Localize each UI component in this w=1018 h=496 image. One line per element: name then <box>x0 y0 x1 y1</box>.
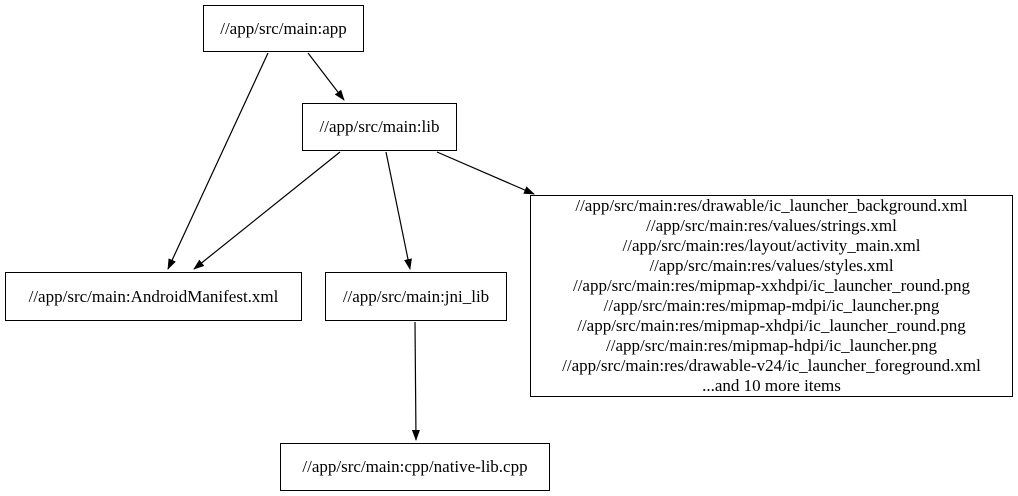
resource-item: //app/src/main:res/mipmap-xxhdpi/ic_laun… <box>572 276 971 295</box>
resource-item: //app/src/main:res/drawable-v24/ic_launc… <box>562 356 981 375</box>
resource-item: //app/src/main:res/drawable/ic_launcher_… <box>575 196 968 215</box>
edge-jni-lib-to-native-lib <box>411 321 420 441</box>
node-native-lib-cpp-label: //app/src/main:cpp/native-lib.cpp <box>302 457 528 476</box>
edge-lib-to-jni-lib <box>385 151 412 270</box>
node-android-manifest: //app/src/main:AndroidManifest.xml <box>5 272 302 321</box>
resource-item: //app/src/main:res/values/strings.xml <box>646 216 897 235</box>
resource-item: //app/src/main:res/mipmap-hdpi/ic_launch… <box>606 336 937 355</box>
node-app-label: //app/src/main:app <box>220 18 347 38</box>
edge-app-to-lib <box>307 52 345 101</box>
node-jni-lib: //app/src/main:jni_lib <box>325 272 507 321</box>
node-lib-label: //app/src/main:lib <box>319 117 440 136</box>
resource-item: //app/src/main:res/layout/activity_main.… <box>622 236 921 255</box>
resource-more-items: ...and 10 more items <box>702 376 841 395</box>
edge-app-to-manifest <box>167 52 269 270</box>
node-lib: //app/src/main:lib <box>302 103 457 151</box>
edge-lib-to-resources <box>436 151 535 195</box>
node-resources-group: //app/src/main:res/drawable/ic_launcher_… <box>530 195 1013 397</box>
resource-item: //app/src/main:res/values/styles.xml <box>649 256 894 275</box>
node-native-lib-cpp: //app/src/main:cpp/native-lib.cpp <box>280 443 550 491</box>
resource-item: //app/src/main:res/mipmap-mdpi/ic_launch… <box>603 296 940 315</box>
node-android-manifest-label: //app/src/main:AndroidManifest.xml <box>28 286 279 306</box>
node-jni-lib-label: //app/src/main:jni_lib <box>342 286 490 306</box>
node-app: //app/src/main:app <box>203 5 364 52</box>
edge-lib-to-manifest <box>193 151 341 270</box>
resource-item: //app/src/main:res/mipmap-xhdpi/ic_launc… <box>577 316 966 335</box>
